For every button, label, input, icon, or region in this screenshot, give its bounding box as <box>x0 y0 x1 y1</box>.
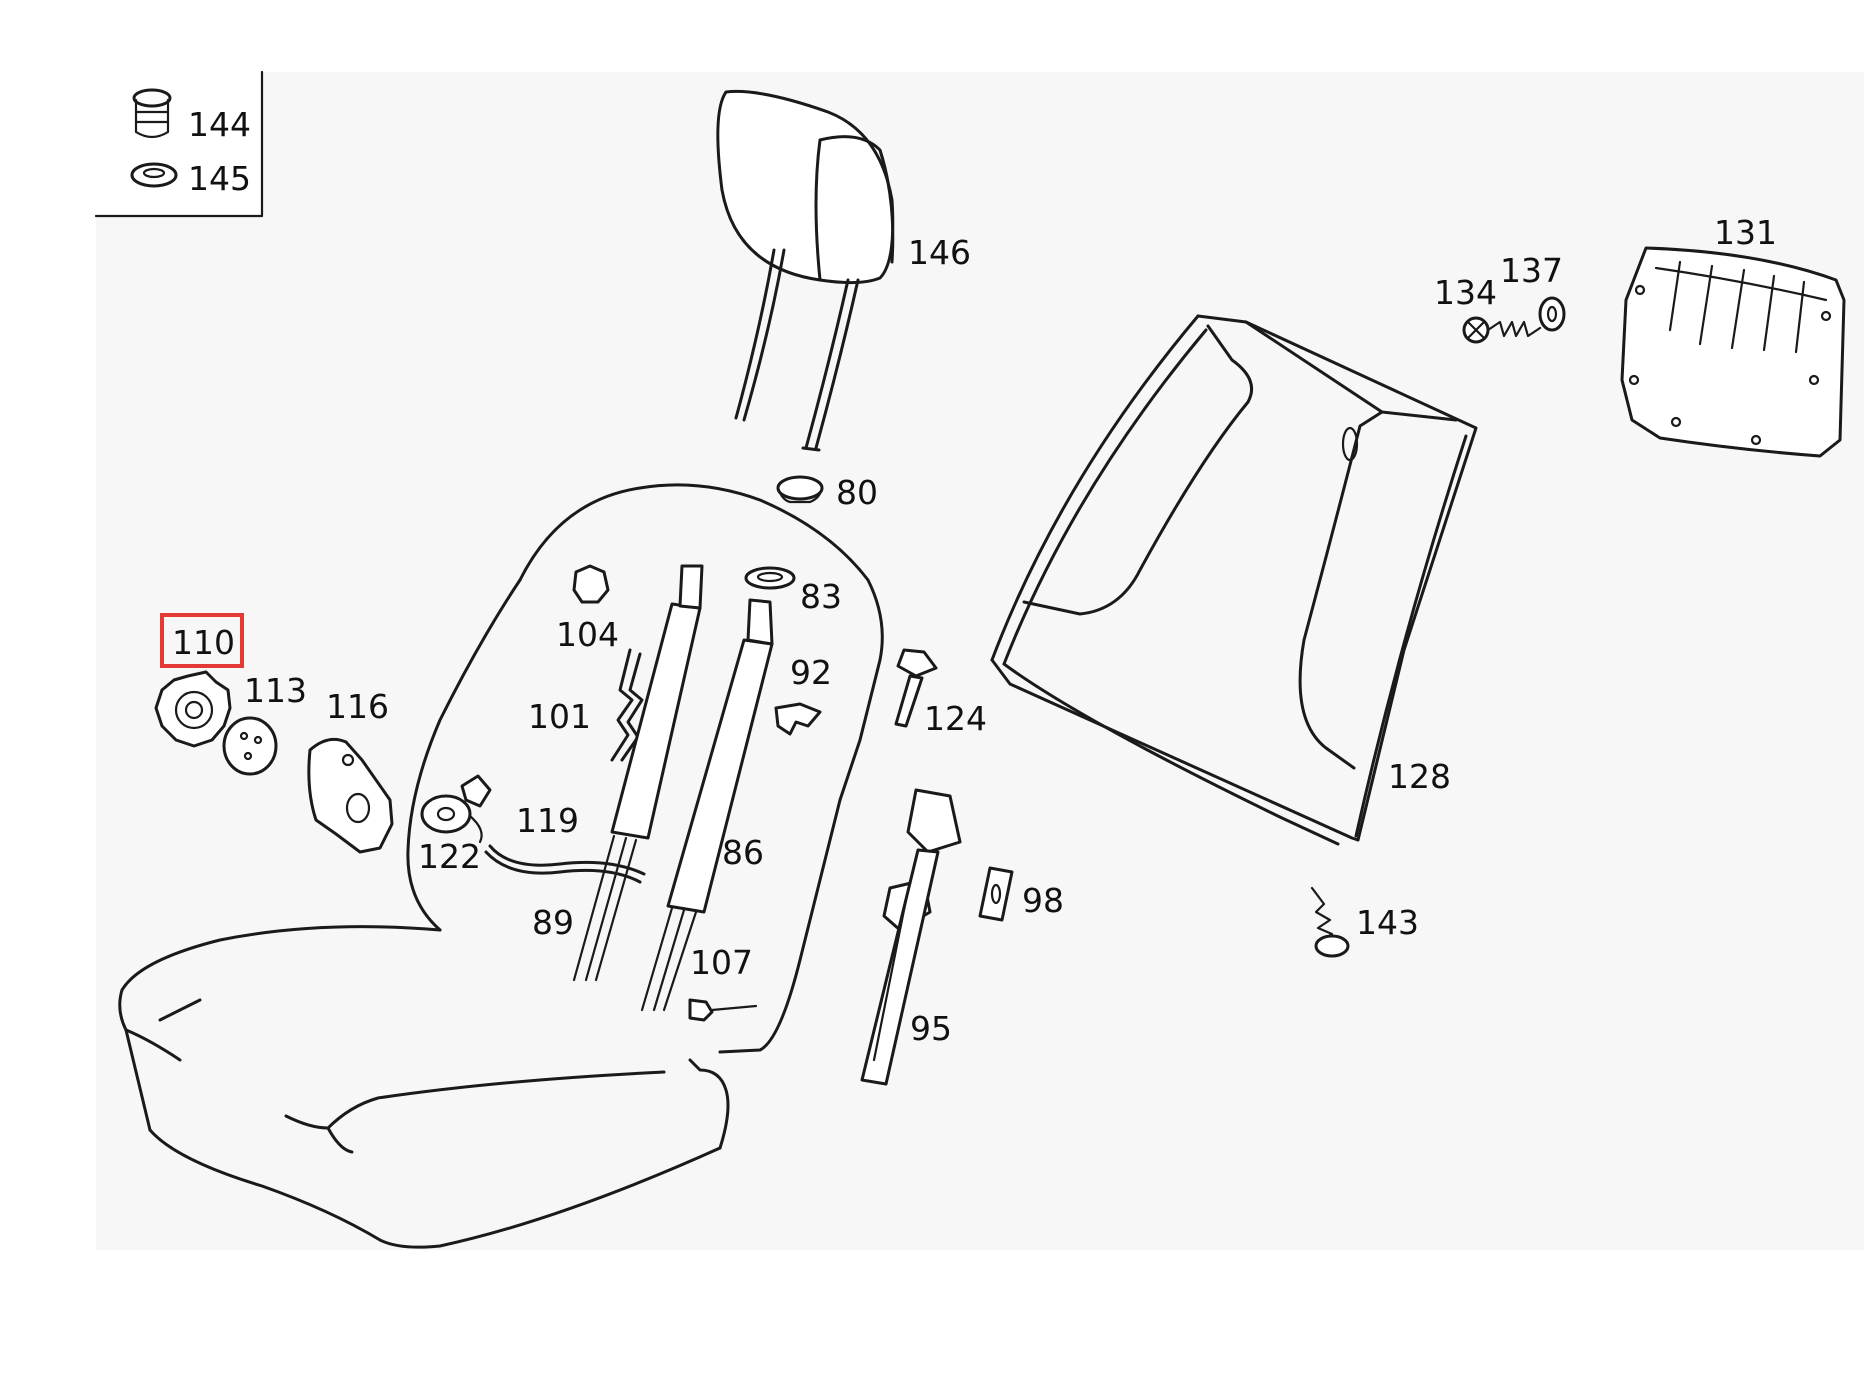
plug-144 <box>132 88 172 139</box>
callout-137: 137 <box>1500 251 1563 290</box>
rod-assembly-89 <box>572 564 704 982</box>
inset-panel <box>96 72 262 216</box>
ring-83 <box>744 566 796 590</box>
screw-134 <box>1462 316 1542 344</box>
shaft-119 <box>484 844 646 884</box>
callout-95: 95 <box>910 1009 952 1048</box>
callout-122: 122 <box>418 837 481 876</box>
disc-113 <box>222 716 278 776</box>
callout-83: 83 <box>800 577 842 616</box>
lever-122 <box>420 774 492 844</box>
screw-143 <box>1310 886 1350 958</box>
grommet-145 <box>130 162 178 188</box>
knob-110 <box>154 670 232 748</box>
rod-assembly-86 <box>640 598 774 1012</box>
callout-128: 128 <box>1388 757 1451 796</box>
callout-104: 104 <box>556 615 619 654</box>
guide-80 <box>776 475 824 504</box>
callout-86: 86 <box>722 833 764 872</box>
callout-107: 107 <box>690 943 753 982</box>
panel-131 <box>1620 246 1846 458</box>
callout-98: 98 <box>1022 881 1064 920</box>
seat-backrest <box>406 483 884 1054</box>
bolt-124 <box>894 648 938 728</box>
callout-146: 146 <box>908 233 971 272</box>
callout-131: 131 <box>1714 213 1777 252</box>
clip-104 <box>572 564 610 604</box>
bracket-92 <box>774 702 822 736</box>
callout-80: 80 <box>836 473 878 512</box>
bracket-116 <box>307 737 394 854</box>
callout-101: 101 <box>528 697 591 736</box>
seat-cushion <box>118 925 730 1249</box>
callout-110: 110 <box>172 623 235 662</box>
callout-92: 92 <box>790 653 832 692</box>
highlight-box-110 <box>160 613 244 668</box>
callout-134: 134 <box>1434 273 1497 312</box>
pin-107 <box>688 998 758 1022</box>
plate-98 <box>978 866 1014 922</box>
callout-124: 124 <box>924 699 987 738</box>
callout-89: 89 <box>532 903 574 942</box>
callout-145: 145 <box>188 159 251 198</box>
callout-144: 144 <box>188 105 251 144</box>
belt-buckle-95 <box>860 788 962 1086</box>
callout-119: 119 <box>516 801 579 840</box>
headrest-146 <box>716 89 895 452</box>
callout-113: 113 <box>244 671 307 710</box>
diagram-background <box>96 72 1864 1250</box>
washer-137 <box>1538 296 1566 332</box>
backrest-frame-128 <box>990 314 1478 846</box>
callout-116: 116 <box>326 687 389 726</box>
callout-143: 143 <box>1356 903 1419 942</box>
inset-border <box>94 70 264 218</box>
